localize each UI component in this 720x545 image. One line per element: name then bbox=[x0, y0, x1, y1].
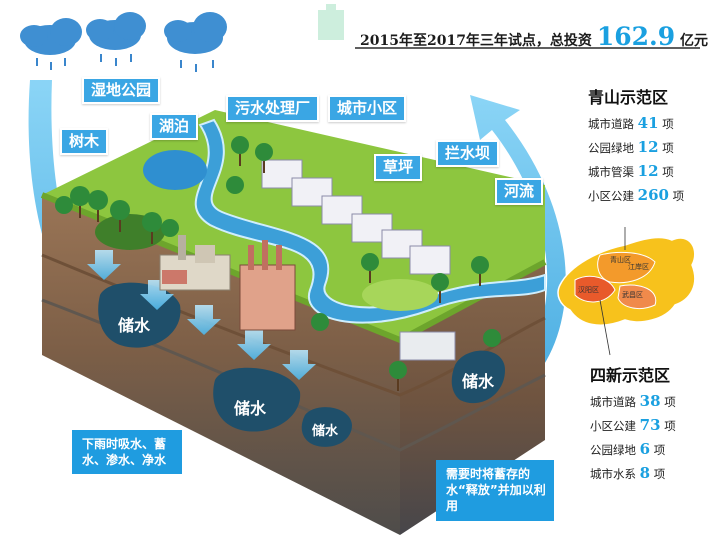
water-storage-pool bbox=[451, 350, 505, 404]
storage-label: 储水 bbox=[234, 399, 267, 418]
sixin-row: 城市道路 38 项 bbox=[590, 392, 676, 410]
lake bbox=[143, 150, 207, 190]
qingshan-row: 城市道路 41 项 bbox=[588, 114, 674, 132]
qingshan-row: 城市管渠 12 项 bbox=[588, 162, 674, 180]
label-lawn: 草坪 bbox=[374, 154, 423, 182]
soil-front-face bbox=[42, 195, 400, 535]
storage-label: 储水 bbox=[462, 372, 495, 391]
headline-prefix: 2015年至2017年三年试点，总投资 bbox=[360, 33, 592, 49]
label-lake: 湖泊 bbox=[150, 113, 199, 141]
district-map bbox=[557, 227, 696, 356]
sixin-row: 公园绿地 6 项 bbox=[590, 440, 666, 458]
river bbox=[194, 118, 546, 324]
label-community: 城市小区 bbox=[328, 95, 407, 123]
sixin-row: 城市水系 8 项 bbox=[590, 464, 666, 482]
label-sewage-plant: 污水处理厂 bbox=[226, 95, 320, 123]
map-label-jiangan: 江岸区 bbox=[628, 263, 649, 271]
qingshan-row: 公园绿地 12 项 bbox=[588, 138, 674, 156]
tower-silhouette bbox=[318, 4, 344, 40]
warehouse bbox=[399, 331, 456, 361]
sixin-row: 小区公建 73 项 bbox=[590, 416, 676, 434]
headline-unit: 亿元 bbox=[679, 33, 708, 49]
sixin-panel: 四新示范区 城市道路 38 项 小区公建 73 项 公园绿地 6 项 城市水系 … bbox=[590, 362, 700, 488]
label-trees: 树木 bbox=[60, 128, 109, 156]
storage-label: 储水 bbox=[312, 424, 339, 439]
lawn-patch bbox=[362, 279, 438, 311]
map-label-hanyang: 汉阳区 bbox=[578, 286, 599, 294]
qingshan-panel: 青山示范区 城市道路 41 项 公园绿地 12 项 城市管渠 12 项 小区公建… bbox=[588, 84, 698, 210]
rain-clouds bbox=[20, 12, 227, 72]
map-label-qingshan: 青山区 bbox=[610, 256, 631, 264]
sixin-title: 四新示范区 bbox=[590, 366, 671, 385]
residential-blocks bbox=[261, 159, 451, 275]
trees bbox=[55, 136, 501, 391]
water-storage-pool bbox=[301, 407, 352, 447]
label-dam: 拦水坝 bbox=[436, 140, 500, 168]
qingshan-title: 青山示范区 bbox=[588, 88, 669, 107]
infiltration-arrows bbox=[87, 250, 316, 380]
headline-amount: 162.9 bbox=[596, 22, 676, 51]
qingshan-row: 小区公建 260 项 bbox=[588, 186, 685, 204]
map-label-wuchang: 武昌区 bbox=[622, 291, 643, 299]
storage-label: 储水 bbox=[118, 316, 151, 335]
callout-release: 需要时将蓄存的水“释放”并加以利用 bbox=[436, 460, 554, 521]
sewage-plant-building bbox=[159, 235, 231, 291]
water-storage-pool bbox=[213, 367, 301, 432]
factory-building bbox=[239, 240, 296, 331]
investment-headline: 2015年至2017年三年试点，总投资 162.9 亿元 bbox=[360, 22, 708, 51]
label-wetland-park: 湿地公园 bbox=[82, 77, 161, 105]
callout-rain: 下雨时吸水、蓄水、渗水、净水 bbox=[72, 430, 182, 475]
label-river: 河流 bbox=[495, 178, 544, 206]
